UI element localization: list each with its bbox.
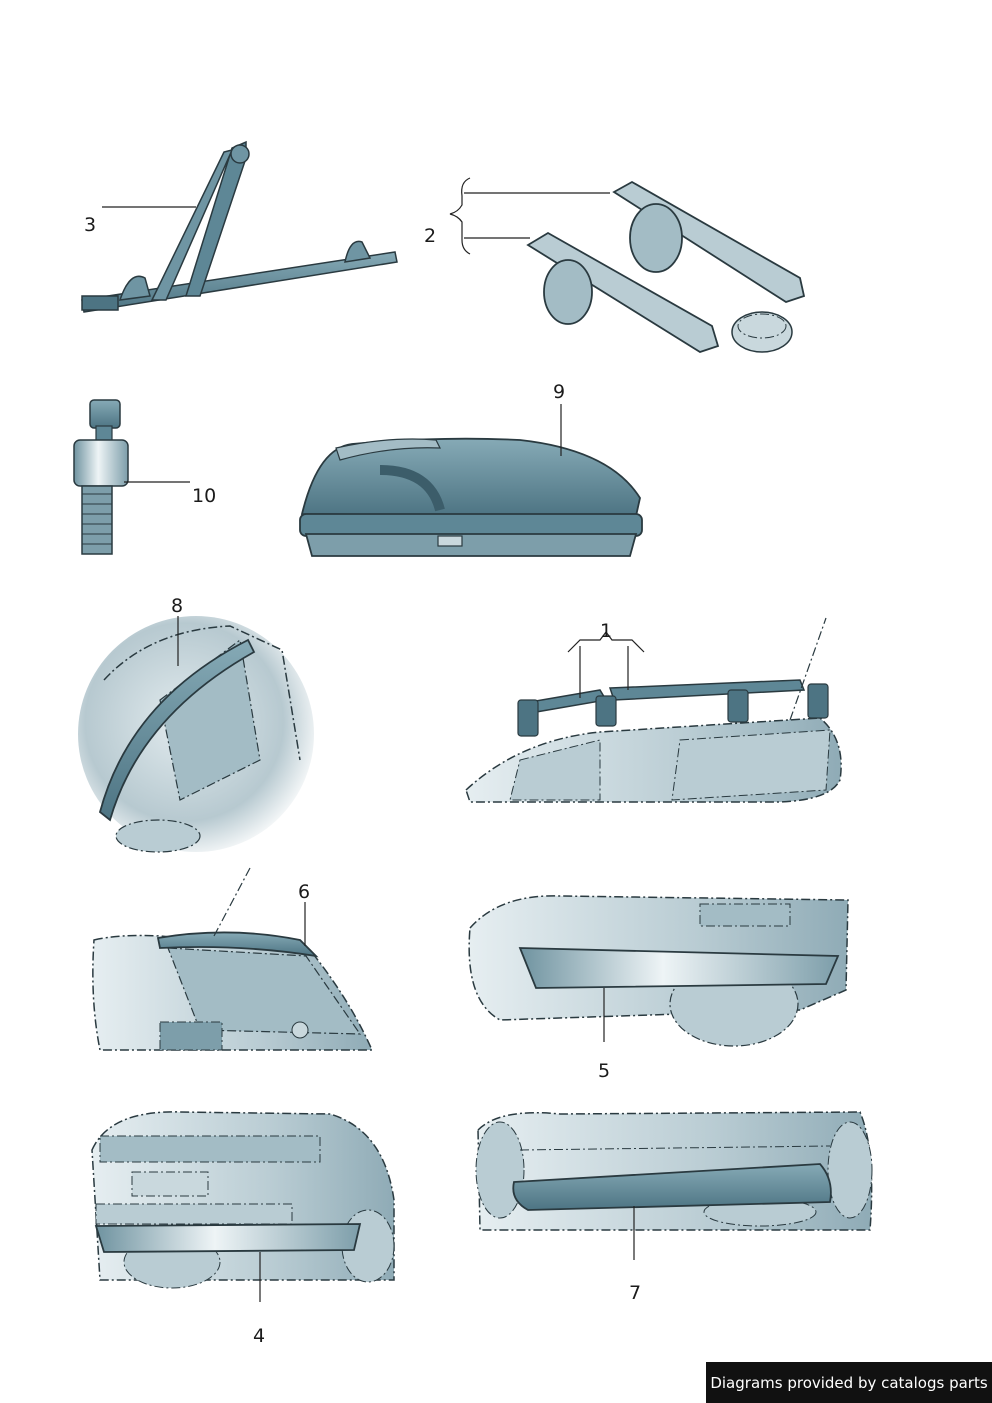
callout-9: 9: [553, 381, 566, 403]
callout-10: 10: [192, 485, 217, 507]
credit-banner: Diagrams provided by catalogs parts: [706, 1362, 992, 1403]
roof-bars-icon: [465, 617, 842, 803]
front-spoiler-icon: [91, 1111, 395, 1302]
roof-box-icon: [299, 404, 643, 557]
ski-holder-pair-icon: [449, 177, 806, 353]
callout-7: 7: [629, 1282, 642, 1304]
side-skirt-icon: [475, 1111, 873, 1260]
callout-1: 1: [600, 620, 613, 642]
callout-5: 5: [598, 1060, 611, 1082]
callout-4: 4: [253, 1325, 266, 1347]
callout-3: 3: [84, 214, 97, 236]
callout-8: 8: [171, 595, 184, 617]
rear-valance-icon: [468, 895, 849, 1047]
callout-2: 2: [424, 225, 437, 247]
callout-6: 6: [298, 881, 311, 903]
rear-spoiler-icon: [92, 867, 374, 1051]
window-deflector-icon: [78, 616, 314, 853]
locking-bolt-icon: [73, 399, 190, 555]
bike-carrier-icon: [81, 140, 398, 313]
